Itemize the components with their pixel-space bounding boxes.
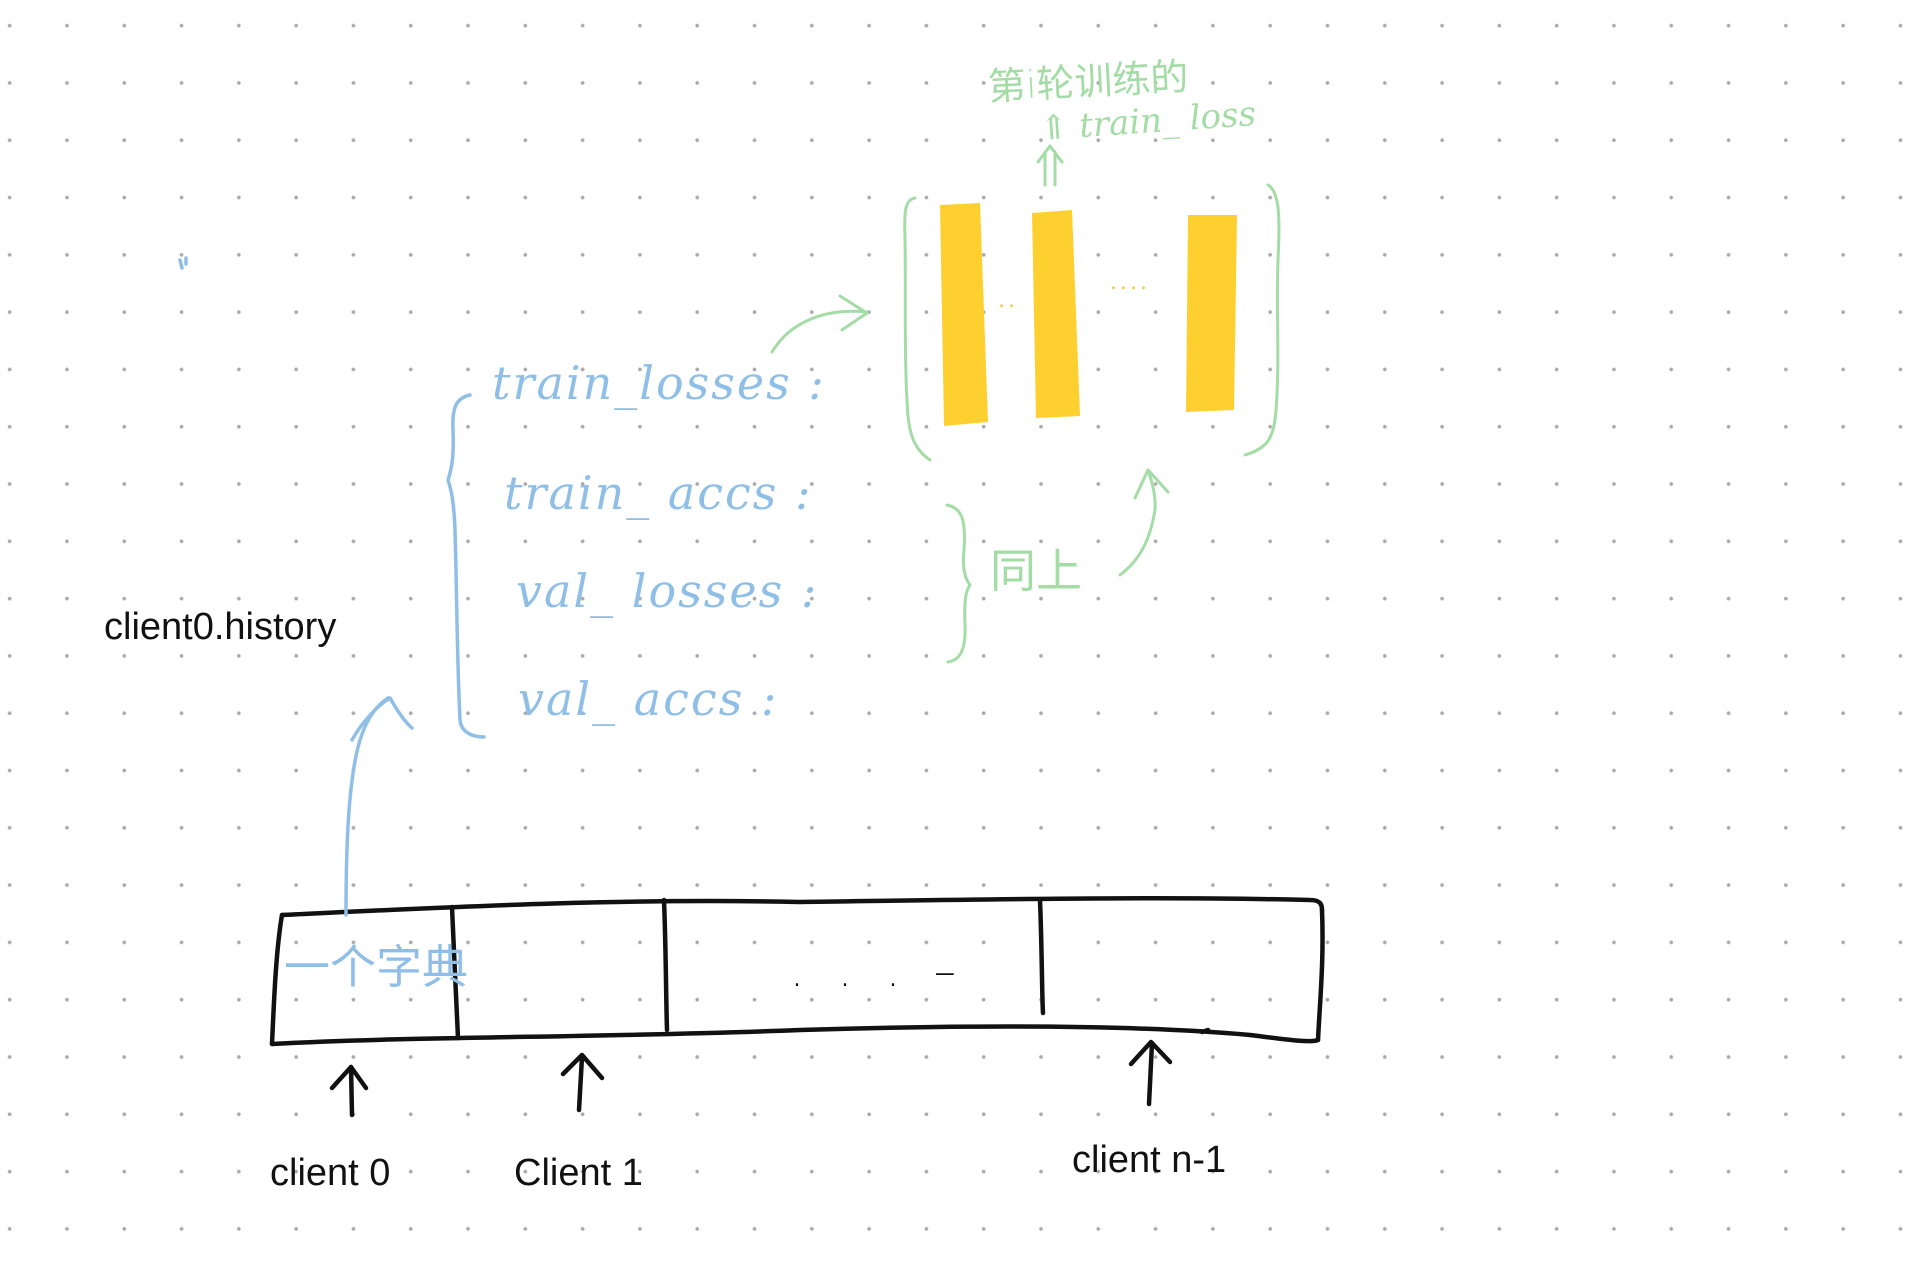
bar-ellipsis-1: .. [998, 288, 1018, 313]
array-right-edge [1315, 907, 1325, 1043]
array-bottom-edge [269, 1024, 1321, 1047]
epoch-bar-last [1186, 215, 1237, 412]
client-0-arrow [329, 1064, 369, 1118]
array-tick [1199, 1027, 1211, 1035]
array-divider-1 [449, 904, 461, 1041]
history-label: client0.history [104, 606, 337, 648]
same-to-list-arrow [1118, 468, 1157, 577]
losses-arrowhead [838, 294, 869, 332]
epoch-note-title: 第i轮训练的 [986, 54, 1190, 109]
same-brace [945, 503, 972, 664]
array-label-client-0: client 0 [270, 1152, 391, 1194]
same-to-list-arrowhead [1133, 468, 1170, 500]
array-ellipsis: . . . – [790, 946, 966, 997]
list-bracket-left [903, 196, 932, 462]
epoch-bar-0 [940, 203, 988, 426]
array-top-edge [279, 896, 1325, 918]
array-label-client-n-1: client n-1 [1072, 1139, 1227, 1181]
key-train-accs: train_ accs : [504, 466, 813, 520]
array-left-edge [269, 912, 285, 1047]
losses-arrow [770, 309, 868, 354]
client-array [269, 896, 1325, 1047]
key-train-losses: train_losses : [492, 356, 826, 410]
array-divider-3 [1037, 897, 1046, 1016]
dict-to-history-arrowhead [350, 696, 414, 742]
epoch-up-arrowhead [1036, 144, 1064, 164]
same-as-above-note: 同上 [990, 544, 1082, 598]
client-pointers [329, 1039, 1173, 1118]
client-n-1-arrow [1128, 1039, 1173, 1107]
list-bracket-right [1243, 183, 1281, 457]
green-annotations [770, 144, 1281, 664]
array-label-client-1: Client 1 [514, 1152, 643, 1194]
blue-annotations [178, 256, 486, 917]
history-brace [446, 393, 486, 739]
array-divider-2 [661, 897, 670, 1033]
key-val-accs: val_ accs : [518, 672, 779, 726]
array-cell-0-text: 一个字典 [284, 940, 468, 994]
epoch-bar-1 [1032, 210, 1080, 418]
stray-mark [178, 256, 188, 270]
bar-ellipsis-2: .... [1110, 270, 1150, 295]
epoch-bars [940, 203, 1237, 426]
dict-to-history-arrow [344, 696, 390, 917]
key-val-losses: val_ losses : [516, 564, 819, 618]
client-1-arrow [560, 1052, 605, 1113]
